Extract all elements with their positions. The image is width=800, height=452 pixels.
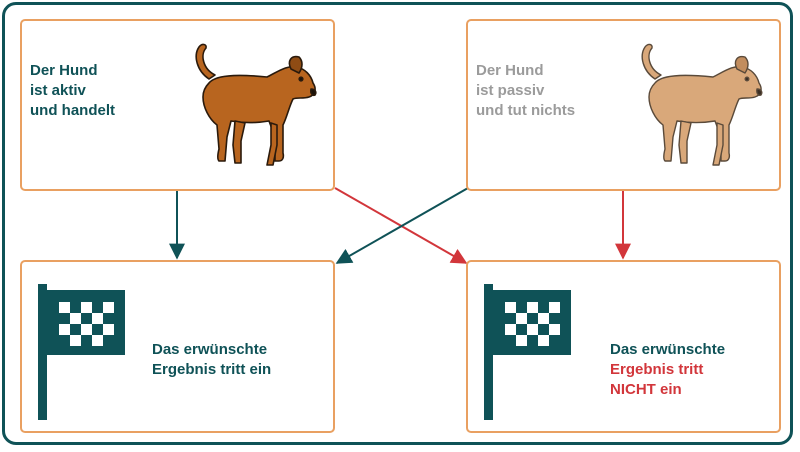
failure-line-3: NICHT ein [610,381,682,398]
passive-line-1: Der Hund [476,62,544,79]
checkered-flag-icon [484,284,571,420]
failure-line-1: Das erwünschte [610,341,726,358]
failure-label: Das erwünschte Ergebnis tritt NICHT ein [610,340,725,400]
dog-icon [195,43,317,166]
active-dog-label: Der Hund ist aktiv und handelt [30,61,115,121]
checkered-flag-icon [38,284,125,420]
active-dog-box: Der Hund ist aktiv und handelt [20,19,335,191]
arrow-passive-to-success [335,187,469,264]
success-line-2: Ergebnis tritt ein [152,361,272,378]
passive-line-2: ist passiv [476,82,545,99]
success-result-box: Das erwünschte Ergebnis tritt ein [20,260,335,433]
dog-icon [641,43,763,166]
active-line-1: Der Hund [30,62,98,79]
passive-dog-box: Der Hund ist passiv und tut nichts [466,19,781,191]
failure-result-box: Das erwünschte Ergebnis tritt NICHT ein [466,260,781,433]
failure-line-2: Ergebnis tritt [610,361,704,378]
passive-line-3: und tut nichts [476,102,576,119]
active-line-3: und handelt [30,102,115,119]
active-line-2: ist aktiv [30,82,86,99]
success-label: Das erwünschte Ergebnis tritt ein [152,340,271,380]
success-line-1: Das erwünschte [152,341,268,358]
passive-dog-label: Der Hund ist passiv und tut nichts [476,61,575,121]
